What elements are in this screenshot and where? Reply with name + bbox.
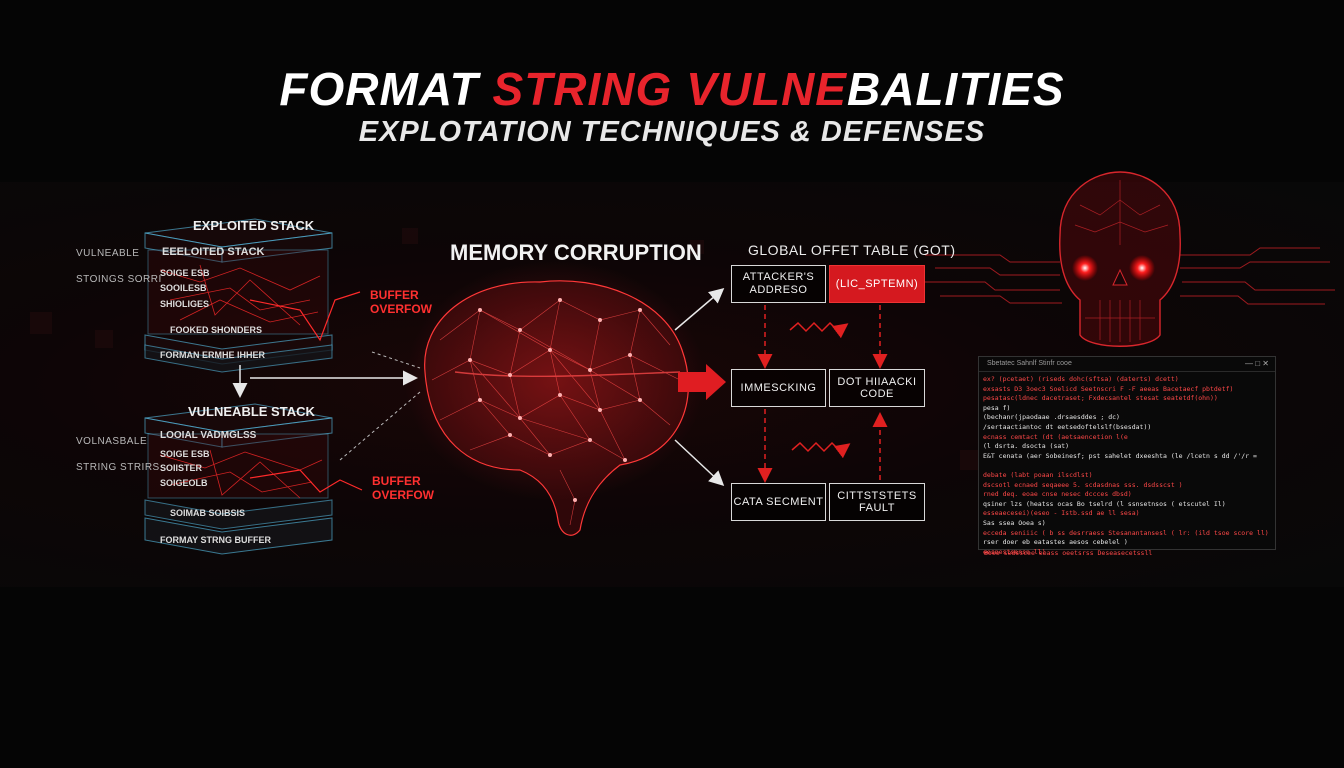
exploited-slab-label: FOOKED SHONDERS [170, 325, 263, 335]
vulnerable-slab-label: SOIISTER [160, 463, 203, 473]
terminal-window: Sbetatec Sahnlf Stinfr cooe — □ ✕ ex? (p… [978, 356, 1276, 556]
vulnerable-slab-label: SOIGE ESB [160, 449, 210, 459]
exploited-side-label: VULNEABLE [76, 248, 140, 259]
terminal-code-line: qsiner lzs (heatss ocas Bo tselrd (l ssn… [983, 499, 1226, 508]
exploited-stack-title: EXPLOITED STACK [193, 218, 315, 233]
vulnerable-slab-label: SOIMAB SOIBSIS [170, 508, 246, 518]
skull-graphic [920, 171, 1335, 347]
terminal-code-line: pesatasc(ldnec dacetraset; Fxdecsantel s… [983, 394, 1218, 403]
vulnerable-slab-label: FORMAY STRNG BUFFER [160, 535, 272, 545]
terminal-code-line: debate (labt poaan ilscdlst) [983, 470, 1093, 479]
vulnerable-side-label: VOLNASBALE [76, 436, 148, 447]
terminal-code-line: rned deq. eoae cnse nesec dccces dbsd) [983, 490, 1132, 499]
terminal-code-line: (bechanr(jpaodaae .drsaesddes ; dc) [983, 413, 1120, 422]
exploited-stack-top-label: EEELOITED STACK [162, 246, 265, 258]
got-box-lic-sptemn: (LIC_SPTEMN) [829, 265, 925, 303]
got-box-hijack-code: DOT HIIAACKI CODE [829, 369, 925, 407]
exploited-buffer-overflow-label: BUFFER OVERFOW [370, 288, 432, 316]
terminal-code-line: ecceda seniiic ( b ss desrraess Stesanan… [983, 528, 1269, 537]
vulnerable-stack-graphic [144, 403, 363, 555]
got-title: GLOBAL OFFET TABLE (GOT) [748, 242, 956, 258]
subtitle: EXPLOTATION TECHNIQUES & DEFENSES [358, 116, 986, 148]
got-box-immesckng: IMMESCKING [731, 369, 826, 407]
terminal-code-line: pesa f) [983, 403, 1011, 412]
terminal-body: ex? (pcetaet) (riseds dohc(sftsa) (dater… [979, 372, 1275, 557]
got-box-attacker-address: ATTACKER'S ADDRESO [731, 265, 826, 303]
exploited-slab-label: FORMAN ERMHE IHHER [160, 350, 265, 360]
brain-graphic [405, 260, 705, 536]
exploited-slab-label: SOOILESB [160, 283, 207, 293]
terminal-code-line [979, 461, 1275, 471]
exploited-slab-label: SHIOLIGES [160, 299, 210, 309]
vulnerable-buffer-overflow-label: BUFFER OVERFOW [372, 474, 434, 502]
terminal-code-line: (l dsrta. dsocta (sat) [983, 442, 1070, 451]
terminal-code-line: /sertaactiantoc dt eetsedoftelslf(bsesda… [983, 422, 1152, 431]
terminal-title-bar: Sbetatec Sahnlf Stinfr cooe — □ ✕ [979, 357, 1275, 372]
terminal-code-line: esseaecesei)(eseo - Istb.ssd ae ll sesa) [983, 509, 1140, 518]
vulnerable-side-label: STRING STRIRS [76, 462, 160, 473]
vulnerable-slab-label: SOIGEOLB [160, 478, 208, 488]
window-controls[interactable]: — □ ✕ [1245, 359, 1269, 368]
terminal-code-line: dscsotl ecnaed seqaeee 5. scdasdnas sss.… [983, 480, 1183, 489]
terminal-code-line: E&T cenata (aer Sobeinesf; pst sahelet d… [983, 451, 1257, 460]
terminal-footer-line: Boee sedsscee eeass oeetsrss Deseasecets… [984, 549, 1153, 557]
terminal-code-line: ex? (pcetaet) (riseds dohc(sftsa) (dater… [983, 375, 1179, 383]
vulnerable-stack-top-label: LOOIAL VADMGLSS [160, 430, 257, 441]
main-title: FORMAT STRING VULNEBALITIES [279, 63, 1065, 115]
exploited-slab-label: SOIGE ESB [160, 268, 210, 278]
exploited-stack-graphic [144, 218, 361, 398]
exploited-side-label: STOINGS SORRI [76, 274, 162, 285]
terminal-code-line: exsasts D3 3oec3 Soelicd Seetnscri F -F … [983, 384, 1234, 393]
memory-corruption-title: MEMORY CORRUPTION [450, 240, 702, 265]
terminal-code-line: ecnass cemtact (dt (aetsaencetion l(e [983, 432, 1128, 441]
terminal-code-line: rser doer eb eatastes aesos cebelel ) [983, 538, 1128, 547]
terminal-code-line: eesnestsensn ll) [983, 547, 1046, 556]
terminal-code-line: Sas ssea Ooea s) [983, 518, 1046, 527]
vulnerable-stack-title: VULNEABLE STACK [188, 404, 315, 419]
got-box-data-segment: CATA SECMENT [731, 483, 826, 521]
got-box-segfault: CITTSTSTETS FAULT [829, 483, 925, 521]
terminal-title: Sbetatec Sahnlf Stinfr cooe [987, 360, 1072, 367]
